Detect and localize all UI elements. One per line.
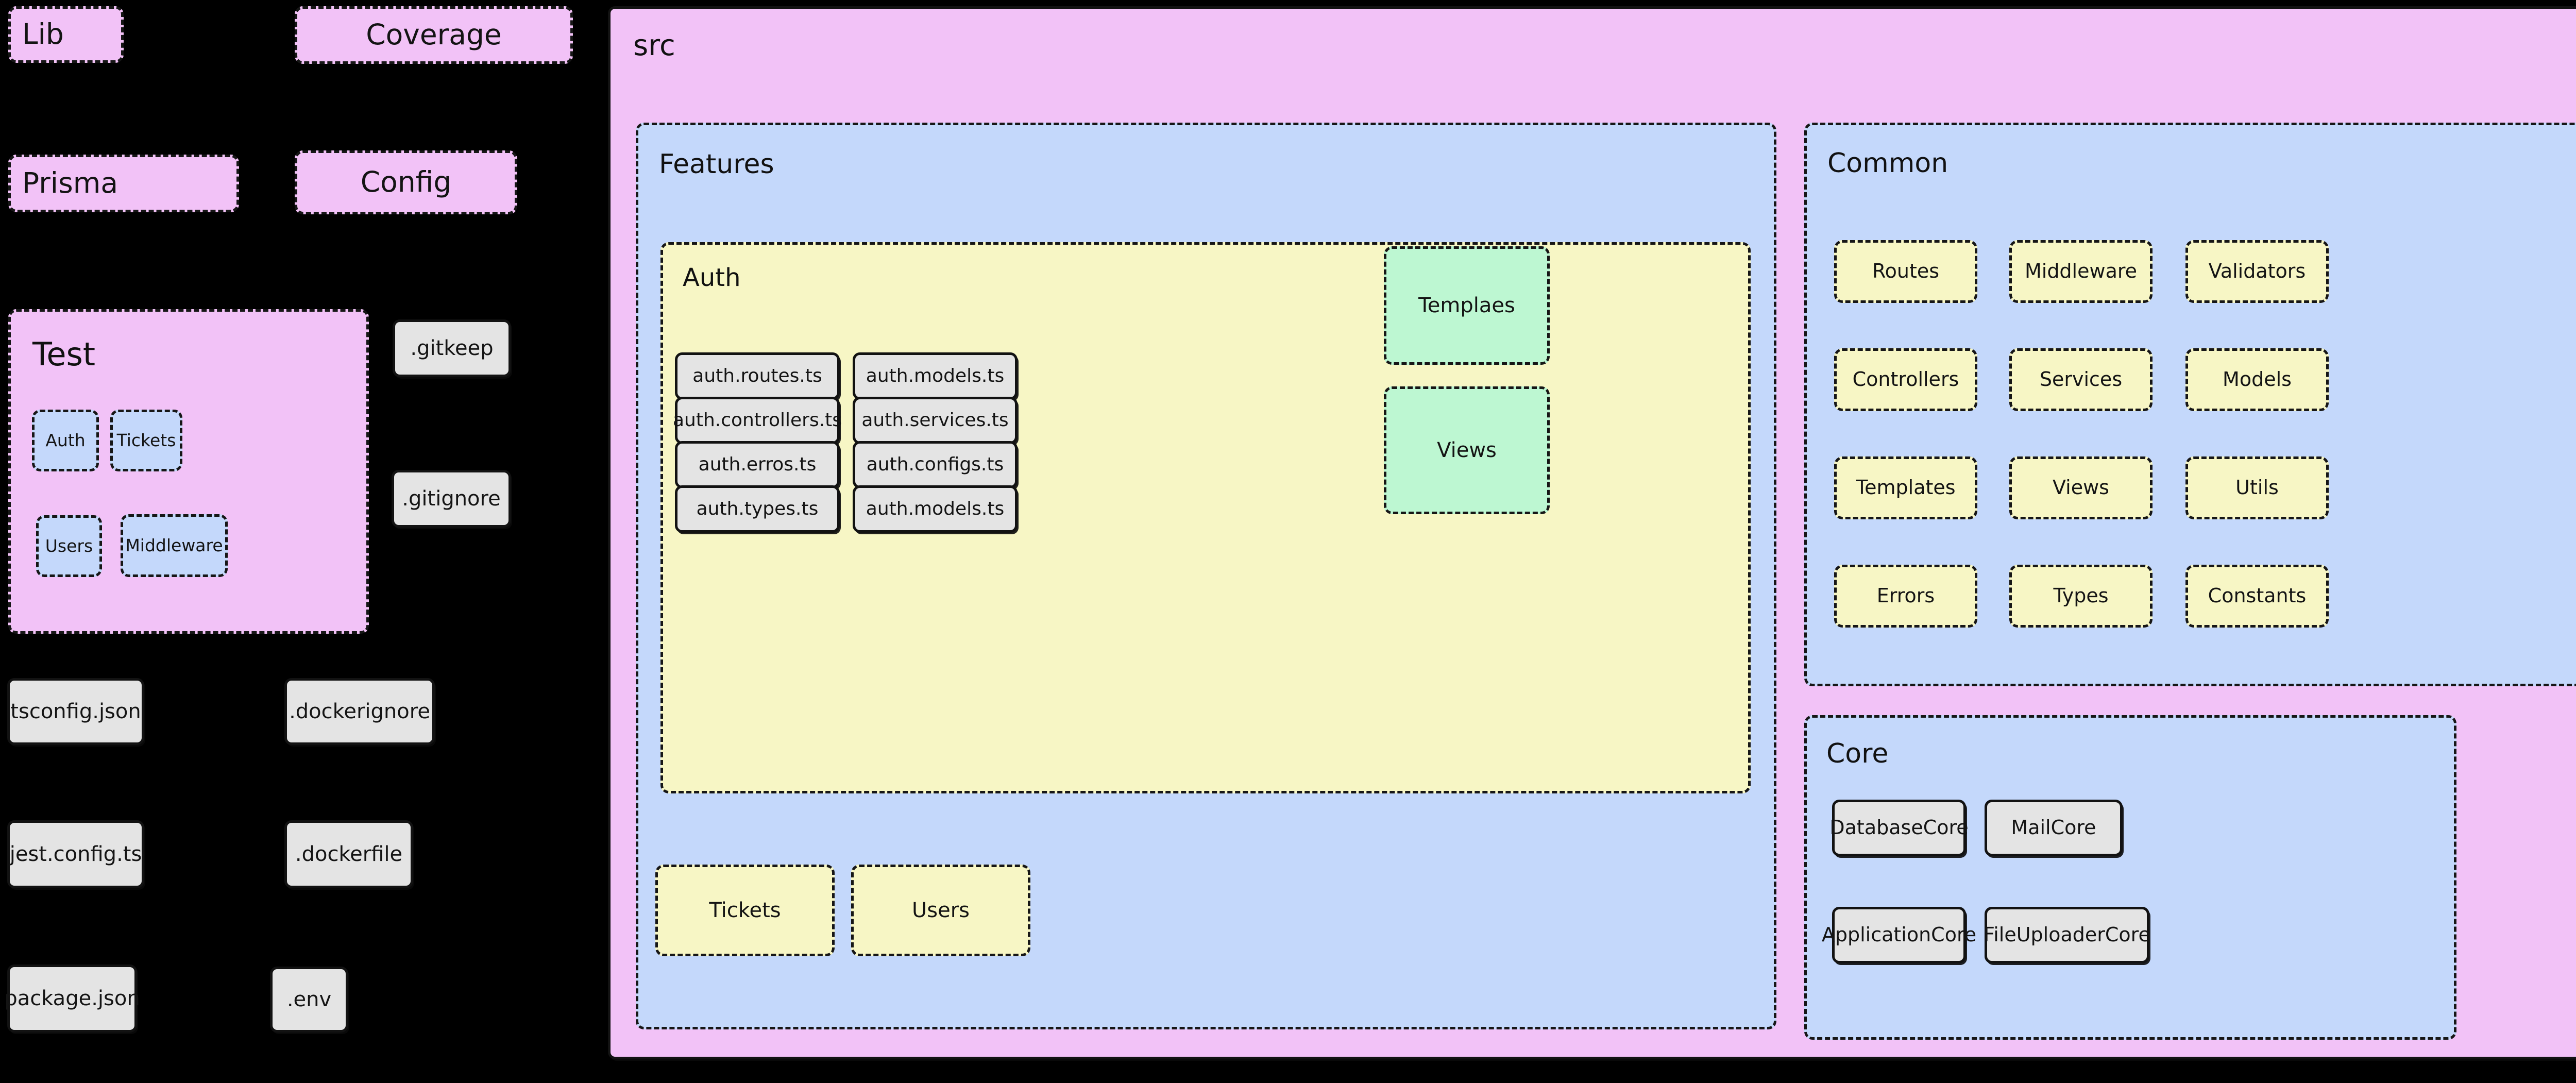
common-item-services[interactable]: Services (2009, 348, 2153, 411)
file-auth-types-ts-label: auth.types.ts (696, 498, 819, 520)
common-item-types[interactable]: Types (2009, 565, 2153, 628)
file-package-json[interactable]: package.json (4, 964, 140, 1033)
file-auth-controllers-ts[interactable]: auth.controllers.ts (672, 397, 842, 444)
core-item-mailcore[interactable]: MailCore (1985, 800, 2123, 856)
file-auth-controllers-ts-label: auth.controllers.ts (672, 410, 842, 431)
common-item-controllers[interactable]: Controllers (1834, 348, 1977, 411)
common-group-label: Common (1827, 148, 1948, 179)
feature-module-tickets[interactable]: Tickets (655, 865, 835, 956)
test-child-middleware-label: Middleware (125, 535, 223, 555)
common-item-middleware-label: Middleware (2024, 260, 2138, 283)
test-child-users[interactable]: Users (36, 515, 102, 577)
file-auth-erros-ts[interactable]: auth.erros.ts (675, 441, 840, 488)
core-item-applicationcore-label: ApplicationCore (1821, 923, 1977, 946)
file-gitkeep[interactable]: .gitkeep (393, 319, 511, 377)
file-dockerignore[interactable]: .dockerignore (284, 678, 435, 745)
common-item-views[interactable]: Views (2009, 456, 2153, 519)
common-item-models-label: Models (2223, 368, 2292, 391)
folder-prisma-label: Prisma (22, 166, 118, 200)
folder-config-label: Config (360, 165, 452, 199)
common-item-utils-label: Utils (2235, 476, 2279, 499)
folder-lib[interactable]: Lib (8, 6, 124, 63)
file-auth-services-ts-label: auth.services.ts (861, 410, 1009, 431)
common-item-constants[interactable]: Constants (2185, 565, 2329, 628)
test-child-tickets-label: Tickets (116, 430, 176, 450)
core-group-label: Core (1826, 738, 1889, 769)
file-auth-services-ts[interactable]: auth.services.ts (853, 397, 1018, 444)
common-item-validators-label: Validators (2208, 260, 2306, 283)
common-item-middleware[interactable]: Middleware (2009, 240, 2153, 303)
folder-config[interactable]: Config (295, 150, 517, 214)
test-child-middleware[interactable]: Middleware (121, 514, 228, 577)
core-item-mailcore-label: MailCore (2011, 816, 2096, 839)
core-group[interactable]: Core (1804, 715, 2456, 1040)
file-auth-models-ts-2[interactable]: auth.models.ts (853, 485, 1018, 533)
file-auth-models-ts-1[interactable]: auth.models.ts (853, 352, 1018, 400)
file-auth-routes-ts-label: auth.routes.ts (692, 365, 822, 387)
src-panel-label: src (633, 29, 675, 62)
file-auth-routes-ts[interactable]: auth.routes.ts (675, 352, 840, 400)
common-item-validators[interactable]: Validators (2185, 240, 2329, 303)
common-item-controllers-label: Controllers (1852, 368, 1959, 391)
common-item-types-label: Types (2053, 584, 2109, 607)
common-item-views-label: Views (2053, 476, 2109, 499)
file-dockerfile-label: .dockerfile (295, 842, 403, 866)
file-auth-models-ts-2-label: auth.models.ts (866, 498, 1005, 520)
core-item-databasecore-label: DatabaseCore (1829, 816, 1969, 839)
test-child-users-label: Users (45, 535, 93, 556)
file-tsconfig-json[interactable]: tsconfig.json (7, 678, 144, 745)
folder-test[interactable]: Test (8, 309, 369, 634)
file-dockerignore-label: .dockerignore (289, 700, 430, 723)
folder-lib-label: Lib (22, 18, 64, 51)
common-item-routes-label: Routes (1872, 260, 1940, 283)
test-child-tickets[interactable]: Tickets (110, 410, 182, 471)
feature-module-users[interactable]: Users (851, 865, 1030, 956)
file-auth-configs-ts[interactable]: auth.configs.ts (853, 441, 1018, 488)
test-child-auth-label: Auth (45, 430, 86, 450)
file-auth-models-ts-1-label: auth.models.ts (866, 365, 1005, 387)
file-auth-configs-ts-label: auth.configs.ts (866, 454, 1004, 476)
core-item-databasecore[interactable]: DatabaseCore (1829, 800, 1969, 856)
file-gitignore[interactable]: .gitignore (392, 470, 511, 528)
feature-module-tickets-label: Tickets (709, 899, 781, 922)
auth-group[interactable]: Auth (660, 242, 1751, 793)
file-package-json-label: package.json (4, 987, 140, 1010)
file-auth-erros-ts-label: auth.erros.ts (698, 454, 817, 476)
auth-group-label: Auth (683, 263, 741, 292)
file-auth-types-ts[interactable]: auth.types.ts (675, 485, 840, 533)
file-dockerfile[interactable]: .dockerfile (284, 820, 413, 888)
core-item-fileuploadercore[interactable]: FileUploaderCore (1984, 907, 2150, 963)
file-jest-config-ts[interactable]: jest.config.ts (7, 820, 144, 888)
common-item-templates-label: Templates (1856, 476, 1956, 499)
common-item-services-label: Services (2039, 368, 2123, 391)
features-group-label: Features (659, 149, 774, 180)
auth-subfolder-templaes-label: Templaes (1418, 294, 1515, 317)
feature-module-users-label: Users (911, 899, 970, 922)
common-item-errors-label: Errors (1876, 584, 1935, 607)
folder-test-label: Test (32, 335, 96, 373)
file-env[interactable]: .env (270, 967, 348, 1033)
common-item-templates[interactable]: Templates (1834, 456, 1977, 519)
folder-prisma[interactable]: Prisma (8, 155, 239, 212)
common-item-routes[interactable]: Routes (1834, 240, 1977, 303)
folder-coverage[interactable]: Coverage (295, 6, 573, 64)
common-item-utils[interactable]: Utils (2185, 456, 2329, 519)
common-item-errors[interactable]: Errors (1834, 565, 1977, 628)
common-item-constants-label: Constants (2208, 584, 2307, 607)
test-child-auth[interactable]: Auth (32, 410, 99, 471)
common-item-models[interactable]: Models (2185, 348, 2329, 411)
file-gitkeep-label: .gitkeep (410, 336, 494, 360)
auth-subfolder-views[interactable]: Views (1384, 386, 1550, 514)
file-env-label: .env (286, 988, 332, 1011)
file-jest-config-ts-label: jest.config.ts (9, 842, 142, 866)
auth-subfolder-views-label: Views (1437, 438, 1497, 462)
core-item-applicationcore[interactable]: ApplicationCore (1821, 907, 1977, 963)
auth-subfolder-templaes[interactable]: Templaes (1384, 246, 1550, 365)
file-gitignore-label: .gitignore (402, 487, 501, 511)
core-item-fileuploadercore-label: FileUploaderCore (1984, 923, 2150, 946)
file-tsconfig-json-label: tsconfig.json (10, 700, 141, 723)
folder-coverage-label: Coverage (366, 18, 502, 52)
